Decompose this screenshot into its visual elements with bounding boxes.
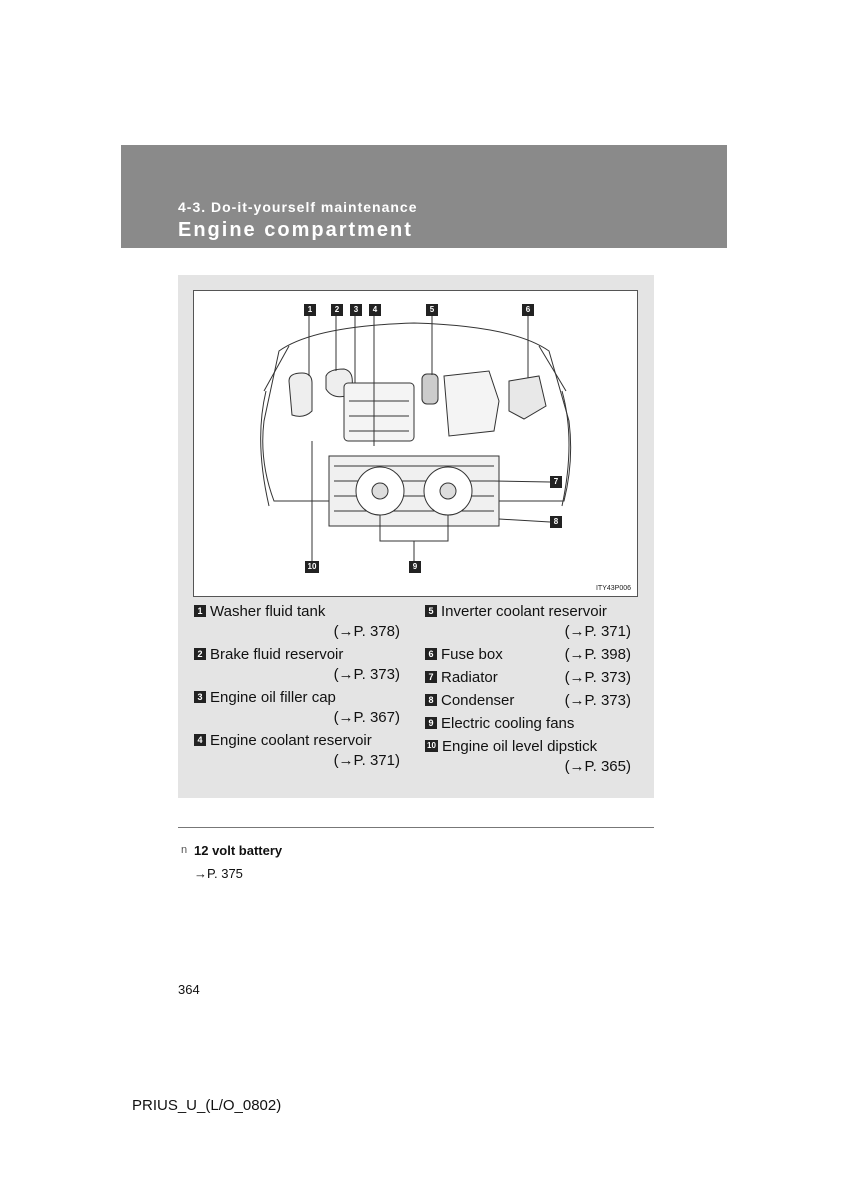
callout-3: 3 (350, 304, 362, 316)
legend-label: Inverter coolant reservoir (441, 603, 607, 620)
legend-ref-row: (→P. 365) (425, 757, 631, 777)
legend-number: 1 (194, 605, 206, 618)
legend-label: Radiator (441, 669, 498, 686)
engine-illustration: 1 2 3 4 5 6 7 8 9 10 ITY43P006 (193, 290, 638, 597)
legend-ref-row: (→P. 367) (194, 708, 400, 728)
legend-left: 1 Washer fluid tank (→P. 378) 2 Brake flui… (194, 602, 400, 771)
page-ref-link[interactable]: (→P. 373) (333, 666, 400, 683)
legend-item: 1 Washer fluid tank (194, 602, 400, 622)
section-subtitle: 4-3. Do-it-yourself maintenance (178, 199, 418, 215)
legend-label: Engine oil filler cap (210, 689, 336, 706)
legend-item: 9 Electric cooling fans (425, 714, 631, 734)
legend-number: 3 (194, 691, 206, 704)
page-ref-link[interactable]: (→P. 373) (564, 692, 631, 709)
legend-ref-row: (→P. 373) (194, 665, 400, 685)
page-ref-link[interactable]: (→P. 373) (564, 669, 631, 686)
legend-number: 4 (194, 734, 206, 747)
legend-item: 4 Engine coolant reservoir (194, 731, 400, 751)
section-header: 4-3. Do-it-yourself maintenance Engine c… (121, 145, 727, 248)
note-title: 12 volt battery (194, 843, 283, 858)
legend-label: Condenser (441, 692, 515, 709)
engine-drawing (260, 316, 572, 561)
page-title: Engine compartment (178, 219, 413, 241)
legend-number: 9 (425, 717, 437, 730)
legend-ref-row: (→P. 371) (194, 751, 400, 771)
page-ref-link[interactable]: (→P. 367) (333, 709, 400, 726)
legend-number: 7 (425, 671, 437, 684)
legend-number: 6 (425, 648, 437, 661)
legend-number: 10 (425, 740, 438, 753)
legend-item: 5 Inverter coolant reservoir (425, 602, 631, 622)
legend-label: Washer fluid tank (210, 603, 326, 620)
page-ref-link[interactable]: (→P. 398) (564, 646, 631, 663)
callout-2: 2 (331, 304, 343, 316)
page-ref-link[interactable]: (→P. 371) (564, 623, 631, 640)
note-page-ref[interactable]: →P. 375 (194, 866, 243, 881)
legend-item: 3 Engine oil filler cap (194, 688, 400, 708)
callout-6: 6 (522, 304, 534, 316)
figure-code: ITY43P006 (595, 585, 631, 592)
legend-label: Engine oil level dipstick (442, 738, 598, 755)
legend-ref-row: (→P. 371) (425, 622, 631, 642)
legend-ref-row: (→P. 378) (194, 622, 400, 642)
callout-10: 10 (305, 561, 319, 573)
legend-label: Brake fluid reservoir (210, 646, 344, 663)
section-divider (178, 827, 654, 828)
callout-5: 5 (426, 304, 438, 316)
legend-item: 7 Radiator (→P. 373) (425, 668, 631, 688)
legend-item: 2 Brake fluid reservoir (194, 645, 400, 665)
page-number: 364 (178, 982, 200, 997)
legend-item: 8 Condenser (→P. 373) (425, 691, 631, 711)
legend-label: Engine coolant reservoir (210, 732, 372, 749)
legend-label: Fuse box (441, 646, 503, 663)
legend-number: 8 (425, 694, 437, 707)
page-ref-link[interactable]: (→P. 378) (333, 623, 400, 640)
page-ref-link[interactable]: (→P. 365) (564, 758, 631, 775)
legend-number: 2 (194, 648, 206, 661)
legend-number: 5 (425, 605, 437, 618)
note-bullet: n (181, 844, 188, 856)
legend-item: 10 Engine oil level dipstick (425, 737, 631, 757)
callout-7: 7 (550, 476, 562, 488)
legend-label: Electric cooling fans (441, 715, 575, 732)
callout-4: 4 (369, 304, 381, 316)
page-ref-link[interactable]: (→P. 371) (333, 752, 400, 769)
footer-code: PRIUS_U_(L/O_0802) (132, 1097, 282, 1114)
callout-9: 9 (409, 561, 421, 573)
callout-1: 1 (304, 304, 316, 316)
callout-8: 8 (550, 516, 562, 528)
legend-item: 6 Fuse box (→P. 398) (425, 645, 631, 665)
